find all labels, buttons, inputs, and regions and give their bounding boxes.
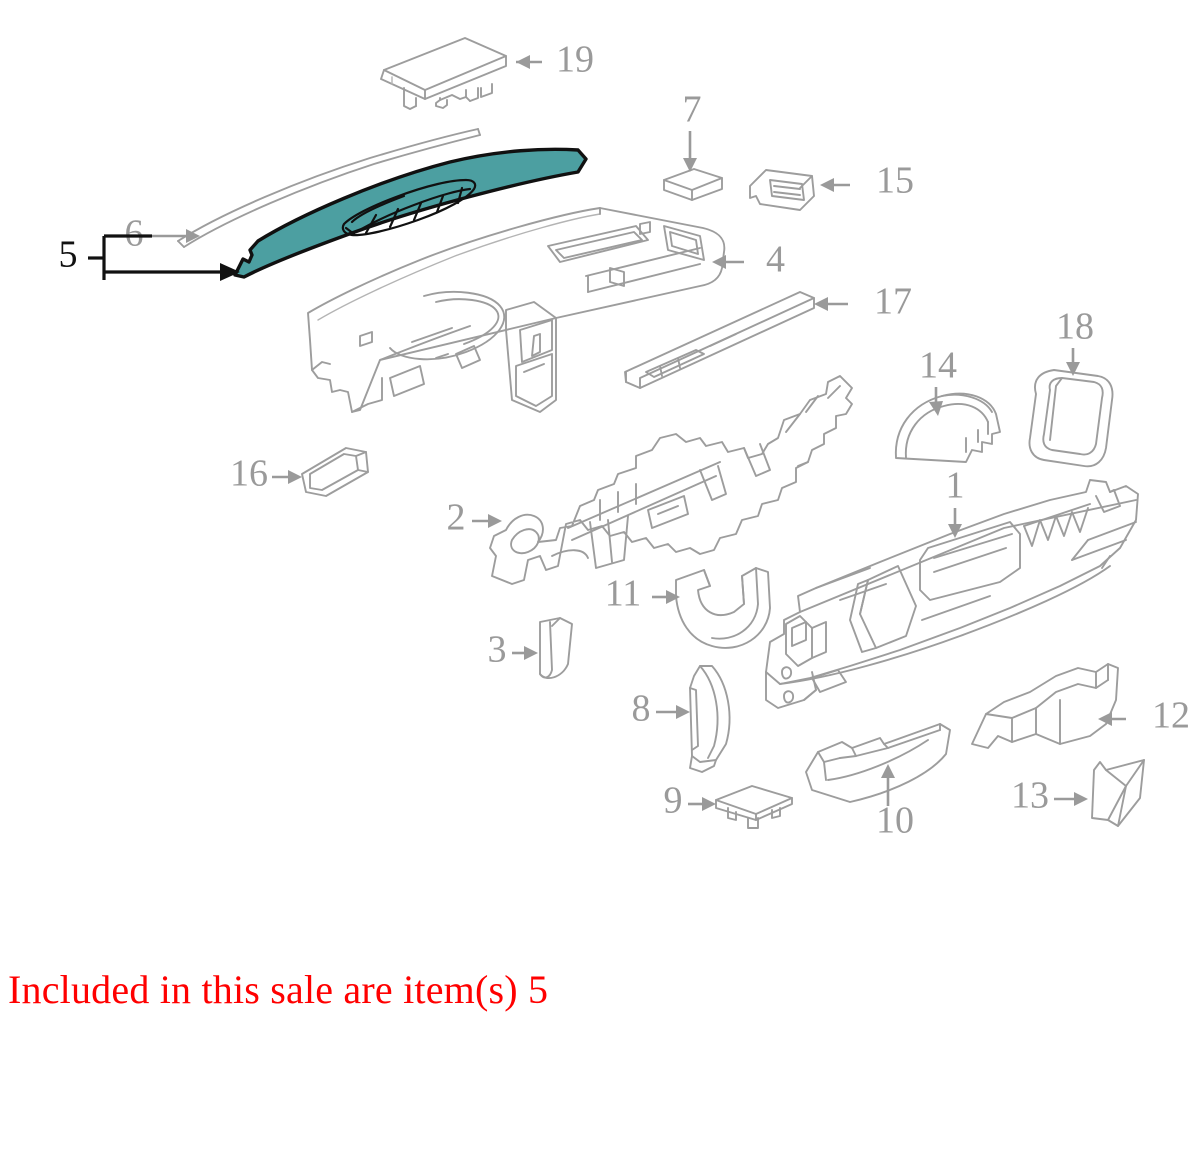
callout-label-7: 7	[683, 89, 702, 131]
callout-label-8: 8	[632, 688, 651, 730]
part-6-upper-seal-strip	[177, 128, 481, 248]
callout-7: 7	[683, 89, 702, 172]
callout-3: 3	[488, 629, 538, 671]
part-18-end-bezel	[1028, 369, 1114, 468]
callout-2: 2	[447, 497, 502, 539]
part-17-trim-strip	[624, 291, 815, 389]
callout-10: 10	[876, 764, 914, 842]
callout-17: 17	[814, 281, 912, 323]
callout-4: 4	[712, 239, 785, 281]
callout-8: 8	[632, 688, 690, 730]
callout-label-17: 17	[874, 281, 912, 323]
callout-label-16: 16	[230, 453, 268, 495]
part-14-cluster-hood	[895, 392, 1001, 463]
callout-11: 11	[605, 573, 680, 615]
part-11-knee-bolster-bracket	[675, 567, 771, 649]
callout-label-1: 1	[946, 465, 965, 507]
callout-label-13: 13	[1011, 775, 1049, 817]
callout-19: 19	[516, 39, 594, 81]
part-4-instrument-panel-upper	[307, 207, 726, 413]
callout-label-10: 10	[876, 800, 914, 842]
callout-16: 16	[230, 453, 302, 495]
sale-caption: Included in this sale are item(s) 5	[0, 955, 1200, 1025]
callout-label-4: 4	[766, 239, 785, 281]
callout-15: 15	[820, 160, 914, 202]
part-3-pillar-trim	[539, 617, 573, 679]
callout-label-19: 19	[556, 39, 594, 81]
callout-label-6: 6	[125, 213, 144, 255]
callout-label-11: 11	[605, 573, 642, 615]
sale-caption-text: Included in this sale are item(s) 5	[8, 967, 549, 1012]
part-1-panel-carrier	[765, 479, 1139, 709]
callout-label-15: 15	[876, 160, 914, 202]
callout-12: 12	[1098, 695, 1190, 737]
callout-13: 13	[1011, 775, 1088, 817]
callout-label-18: 18	[1056, 306, 1094, 348]
part-16-air-vent-small	[301, 447, 369, 497]
part-5-defroster-grille-pad	[233, 147, 588, 279]
callout-14: 14	[919, 345, 957, 416]
callout-label-14: 14	[919, 345, 957, 387]
parts-diagram: 19 7 15 6 5 4 17	[59, 37, 1190, 842]
callout-6: 6	[125, 213, 200, 255]
part-12-lower-console-trim	[971, 663, 1119, 749]
part-19-compartment-lid	[380, 37, 507, 110]
part-13-corner-trim	[1091, 759, 1145, 827]
diagram-canvas: 19 7 15 6 5 4 17	[59, 37, 1190, 842]
callout-label-12: 12	[1152, 695, 1190, 737]
part-10-glove-box-door	[805, 723, 951, 803]
part-9-access-cover	[715, 785, 793, 829]
callout-9: 9	[664, 780, 716, 822]
callout-label-5: 5	[59, 234, 78, 276]
part-8-end-cap	[689, 665, 731, 773]
callout-label-9: 9	[664, 780, 683, 822]
callout-5: 5	[59, 234, 240, 281]
callout-label-2: 2	[447, 497, 466, 539]
part-15-speaker-grille	[749, 169, 815, 211]
callout-1: 1	[946, 465, 965, 538]
callout-18: 18	[1056, 306, 1094, 376]
callout-label-3: 3	[488, 629, 507, 671]
part-2-support-brace	[489, 375, 853, 585]
part-7-module-block	[663, 168, 723, 201]
